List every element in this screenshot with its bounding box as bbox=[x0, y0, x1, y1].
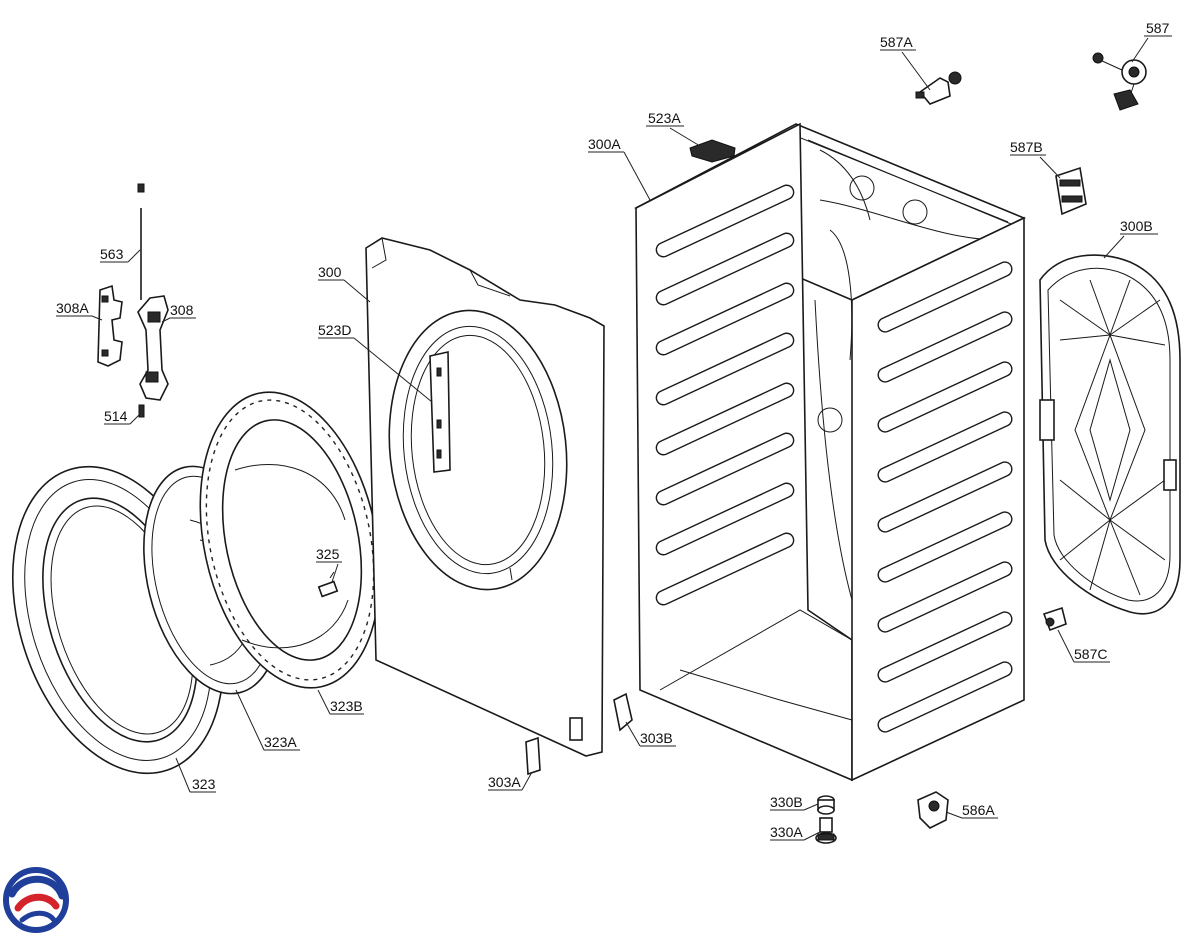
part-323B-door-frame bbox=[199, 391, 381, 689]
label-587: 587 bbox=[1146, 20, 1170, 36]
label-563: 563 bbox=[100, 246, 124, 262]
brand-swirl-logo-icon bbox=[3, 867, 69, 933]
label-330A: 330A bbox=[770, 824, 803, 840]
part-523A-bracket bbox=[689, 139, 736, 163]
label-323: 323 bbox=[192, 776, 216, 792]
part-514-screw bbox=[138, 404, 145, 418]
part-303A-clip bbox=[525, 736, 541, 776]
label-308: 308 bbox=[170, 302, 194, 318]
label-523A: 523A bbox=[648, 110, 681, 126]
part-300-front-panel bbox=[365, 237, 605, 757]
label-330B: 330B bbox=[770, 794, 803, 810]
part-587-cable bbox=[1092, 52, 1147, 111]
label-325: 325 bbox=[316, 546, 340, 562]
label-300: 300 bbox=[318, 264, 342, 280]
part-330A-foot bbox=[815, 817, 837, 844]
part-586A-sensor bbox=[917, 791, 949, 829]
label-586A: 586A bbox=[962, 802, 995, 818]
part-587B-bracket bbox=[1055, 166, 1087, 216]
part-325-hinge-plate bbox=[317, 571, 339, 598]
part-303B-bracket bbox=[613, 692, 633, 732]
label-300A: 300A bbox=[588, 136, 621, 152]
label-587C: 587C bbox=[1074, 646, 1107, 662]
cabinet-right-slots bbox=[877, 261, 1013, 733]
cabinet-left-slots bbox=[655, 184, 795, 606]
label-303B: 303B bbox=[640, 730, 673, 746]
part-330B-foot-cap bbox=[817, 795, 835, 815]
label-587A: 587A bbox=[880, 34, 913, 50]
label-323A: 323A bbox=[264, 734, 297, 750]
label-523D: 523D bbox=[318, 322, 351, 338]
part-587C-clip bbox=[1042, 606, 1067, 632]
label-308A: 308A bbox=[56, 300, 89, 316]
label-323B: 323B bbox=[330, 698, 363, 714]
part-300B-back-cover bbox=[1039, 254, 1181, 615]
label-300B: 300B bbox=[1120, 218, 1153, 234]
part-308A-hinge-bracket bbox=[97, 284, 123, 367]
part-308-hinge bbox=[137, 295, 169, 401]
part-523D-lock-plate bbox=[429, 351, 451, 473]
part-563-rod bbox=[137, 183, 145, 300]
label-587B: 587B bbox=[1010, 139, 1043, 155]
label-303A: 303A bbox=[488, 774, 521, 790]
label-514: 514 bbox=[104, 408, 128, 424]
part-587A-valve bbox=[915, 71, 962, 105]
callouts: 587A 587 523A 300A 587B 300B 563 300 308 bbox=[56, 20, 1172, 841]
